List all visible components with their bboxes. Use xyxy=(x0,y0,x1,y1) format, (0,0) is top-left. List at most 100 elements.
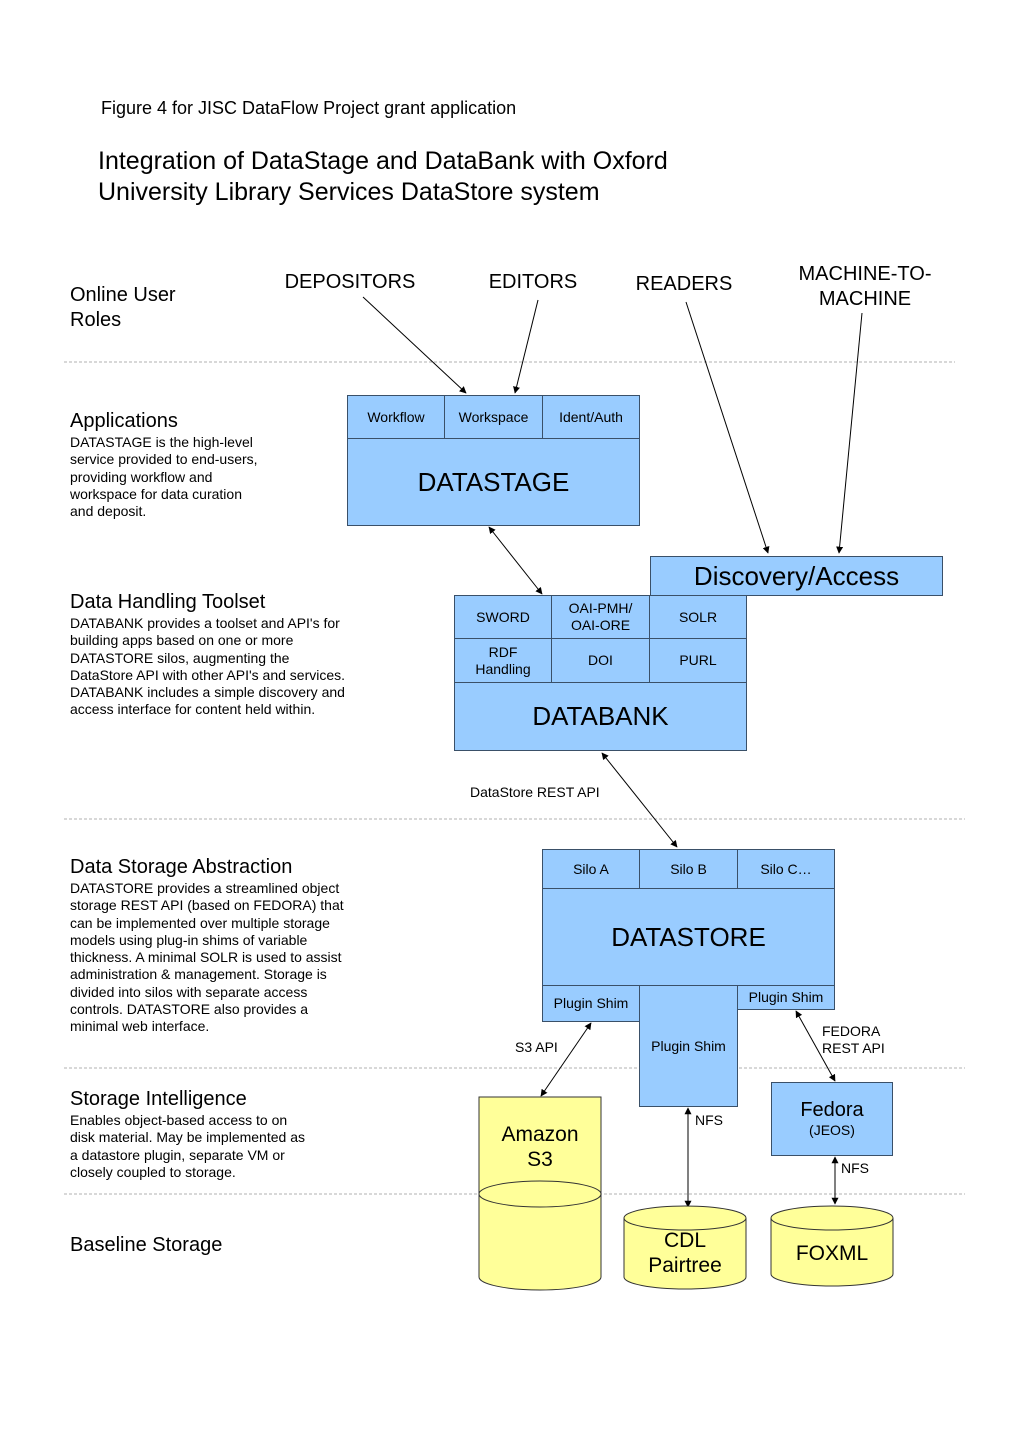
plugin-shim-center: Plugin Shim xyxy=(639,985,738,1107)
toolset-desc-line: DataStore API with other API's and servi… xyxy=(70,666,346,683)
role-machine-to-machine: MACHINE-TO- MACHINE xyxy=(780,262,950,312)
layer-data-handling-toolset: Data Handling Toolset DATABANK provides … xyxy=(70,590,345,719)
amazon-line-2: S3 xyxy=(527,1148,553,1171)
toolset-desc: DATABANK provides a toolset and API's fo… xyxy=(70,615,345,719)
arrow-databank-datastore xyxy=(601,752,678,848)
toolset-desc-line: DATABANK includes a simple discovery and xyxy=(70,684,345,701)
intelligence-desc-line: disk material. May be implemented as xyxy=(70,1129,305,1146)
fedora-api-line-1: FEDORA xyxy=(822,1023,881,1039)
layer-online-user-roles: Online User Roles xyxy=(70,283,176,333)
intelligence-title: Storage Intelligence xyxy=(70,1088,247,1110)
datastore-silo-a: Silo A xyxy=(542,849,640,889)
intelligence-desc-line: closely coupled to storage. xyxy=(70,1163,236,1180)
applications-title: Applications xyxy=(70,410,178,432)
cdl-line-2: Pairtree xyxy=(648,1254,722,1277)
abstraction-desc-line: can be implemented over multiple storage xyxy=(70,914,330,931)
intelligence-desc-line: Enables object-based access to on xyxy=(70,1112,288,1128)
intelligence-desc-line: a datastore plugin, separate VM or xyxy=(70,1146,285,1163)
datastage-ident-auth: Ident/Auth xyxy=(542,395,640,439)
toolset-desc-line: building apps based on one or more xyxy=(70,632,294,649)
abstraction-desc-line: controls. DATASTORE also provides a xyxy=(70,1001,309,1018)
arrow-datastage-databank xyxy=(488,526,543,595)
abstraction-desc-line: thickness. A minimal SOLR is used to ass… xyxy=(70,949,342,966)
arrow-machine xyxy=(836,312,863,554)
applications-desc-line: DATASTAGE is the high-level xyxy=(70,434,253,450)
applications-desc-line: providing workflow and xyxy=(70,468,213,485)
arrow-editors xyxy=(513,299,539,394)
nfs-right-label: NFS xyxy=(841,1160,869,1176)
oai-line-2: OAI-ORE xyxy=(570,617,631,633)
roles-title-1: Online User xyxy=(70,284,176,306)
applications-desc-line: service provided to end-users, xyxy=(70,451,258,468)
machine-line-2: MACHINE xyxy=(818,288,912,310)
amazon-line-1: Amazon xyxy=(501,1123,579,1146)
oai-line-1: OAI-PMH/ xyxy=(568,600,633,616)
rdf-line-2: Handling xyxy=(475,660,531,677)
role-depositors: DEPOSITORS xyxy=(284,271,416,293)
arrow-fedora-api xyxy=(795,1010,836,1082)
datastage-workflow: Workflow xyxy=(347,395,445,439)
intelligence-desc: Enables object-based access to on disk m… xyxy=(70,1112,305,1181)
fedora-name: Fedora xyxy=(800,1099,864,1121)
abstraction-desc: DATASTORE provides a streamlined object … xyxy=(70,880,344,1036)
abstraction-title: Data Storage Abstraction xyxy=(70,856,293,878)
fedora-sub: (JEOS) xyxy=(809,1122,855,1138)
toolset-title: Data Handling Toolset xyxy=(70,591,266,613)
fedora-api-line-2: REST API xyxy=(822,1040,885,1056)
datastore-box: DATASTORE xyxy=(542,888,835,986)
abstraction-desc-line: administration & management. Storage is xyxy=(70,966,327,983)
fedora-box: Fedora (JEOS) xyxy=(771,1082,893,1156)
arrow-depositors xyxy=(362,296,467,394)
amazon-s3-label: Amazon S3 xyxy=(479,1122,601,1172)
datastore-silo-c: Silo C… xyxy=(737,849,835,889)
datastage-box: DATASTAGE xyxy=(347,438,640,526)
role-readers: READERS xyxy=(635,273,733,295)
databank-sword: SWORD xyxy=(454,595,552,639)
arrow-s3 xyxy=(540,1022,592,1097)
toolset-desc-line: access interface for content held within… xyxy=(70,701,316,718)
cdl-pairtree-label: CDL Pairtree xyxy=(624,1228,746,1278)
abstraction-desc-line: DATASTORE provides a streamlined object xyxy=(70,880,340,896)
role-editors: EDITORS xyxy=(488,271,578,293)
toolset-desc-line: DATASTORE silos, augmenting the xyxy=(70,649,290,666)
toolset-desc-line: DATABANK provides a toolset and API's fo… xyxy=(70,615,340,631)
diagram-title: Integration of DataStage and DataBank wi… xyxy=(98,146,668,208)
cdl-pairtree-cylinder xyxy=(623,1205,747,1290)
layer-storage-intelligence: Storage Intelligence Enables object-base… xyxy=(70,1087,305,1181)
abstraction-desc-line: minimal web interface. xyxy=(70,1018,210,1035)
abstraction-desc-line: models using plug-in shims of variable xyxy=(70,931,308,948)
applications-desc-line: and deposit. xyxy=(70,503,147,520)
databank-purl: PURL xyxy=(649,638,747,683)
layer-data-storage-abstraction: Data Storage Abstraction DATASTORE provi… xyxy=(70,855,344,1036)
arrow-readers xyxy=(685,301,770,554)
amazon-s3-storage xyxy=(478,1096,602,1291)
datastore-rest-api-label: DataStore REST API xyxy=(470,784,600,800)
nfs-center-label: NFS xyxy=(695,1112,723,1128)
abstraction-desc-line: storage REST API (based on FEDORA) that xyxy=(70,897,344,914)
machine-line-1: MACHINE-TO- xyxy=(798,263,932,285)
figure-caption: Figure 4 for JISC DataFlow Project grant… xyxy=(101,98,517,118)
title-line-1: Integration of DataStage and DataBank wi… xyxy=(98,147,668,175)
applications-desc-line: workspace for data curation xyxy=(70,485,242,502)
databank-solr: SOLR xyxy=(649,595,747,639)
s3-api-label: S3 API xyxy=(515,1039,558,1055)
rdf-line-1: RDF xyxy=(488,643,518,660)
datastage-workspace: Workspace xyxy=(444,395,543,439)
foxml-label: FOXML xyxy=(795,1242,869,1265)
layer-baseline-storage: Baseline Storage xyxy=(70,1233,222,1258)
databank-box: DATABANK xyxy=(454,682,747,751)
baseline-title: Baseline Storage xyxy=(70,1234,223,1256)
roles-title-2: Roles xyxy=(70,309,122,331)
layer-applications: Applications DATASTAGE is the high-level… xyxy=(70,409,258,520)
databank-rdf-handling: RDF Handling xyxy=(454,638,552,683)
title-line-2: University Library Services DataStore sy… xyxy=(98,178,600,206)
datastore-silo-b: Silo B xyxy=(639,849,738,889)
foxml-cylinder xyxy=(770,1205,894,1287)
applications-desc: DATASTAGE is the high-level service prov… xyxy=(70,434,258,520)
plugin-shim-right: Plugin Shim xyxy=(737,985,835,1010)
databank-doi: DOI xyxy=(551,638,650,683)
databank-oai: OAI-PMH/ OAI-ORE xyxy=(551,595,650,639)
cdl-line-1: CDL xyxy=(663,1229,706,1252)
discovery-access-box: Discovery/Access xyxy=(650,556,943,596)
